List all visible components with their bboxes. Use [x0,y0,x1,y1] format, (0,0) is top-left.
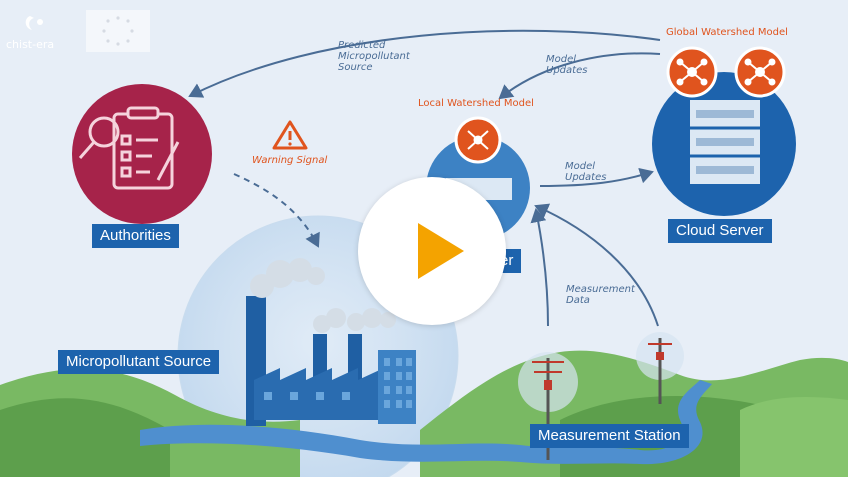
predicted-source-note: Predicted Micropollutant Source [338,40,410,73]
factory [246,258,416,426]
note-line: Predicted [338,40,386,51]
authorities-label: Authorities [92,224,179,248]
cloud-server-node [652,72,796,216]
logo-text: chist-era [6,38,55,51]
note-line: Data [566,295,590,306]
hill-far-right [740,397,848,477]
note-line: Updates [565,172,607,183]
play-icon [418,223,464,279]
global-watershed-model-label: Global Watershed Model [666,27,788,38]
cloud-server-label: Cloud Server [668,219,772,243]
river [140,380,712,465]
note-line: Updates [546,65,588,76]
warning-signal-label: Warning Signal [252,155,328,166]
chist-era-logo [25,16,43,30]
play-button[interactable] [358,177,506,325]
measurement-station-label: Measurement Station [530,424,689,448]
note-line: Model [565,161,596,172]
warning-icon [272,120,308,150]
note-line: Source [338,62,373,73]
note-line: Measurement [566,284,635,295]
authorities-node [72,84,212,224]
model-updates-right-note: Model Updates [565,161,606,183]
eu-flag-icon [86,10,150,52]
measurement-tower-right [636,332,684,404]
model-updates-top-note: Model Updates [546,54,587,76]
flow-arrows [188,29,661,327]
note-line: Micropollutant [338,51,410,62]
measurement-data-note: Measurement Data [566,284,635,306]
global-model-icons [666,46,786,98]
note-line: Model [546,54,577,65]
hill-left-front [0,398,170,477]
micropollutant-source-label: Micropollutant Source [58,350,220,374]
local-watershed-model-label: Local Watershed Model [418,98,534,109]
